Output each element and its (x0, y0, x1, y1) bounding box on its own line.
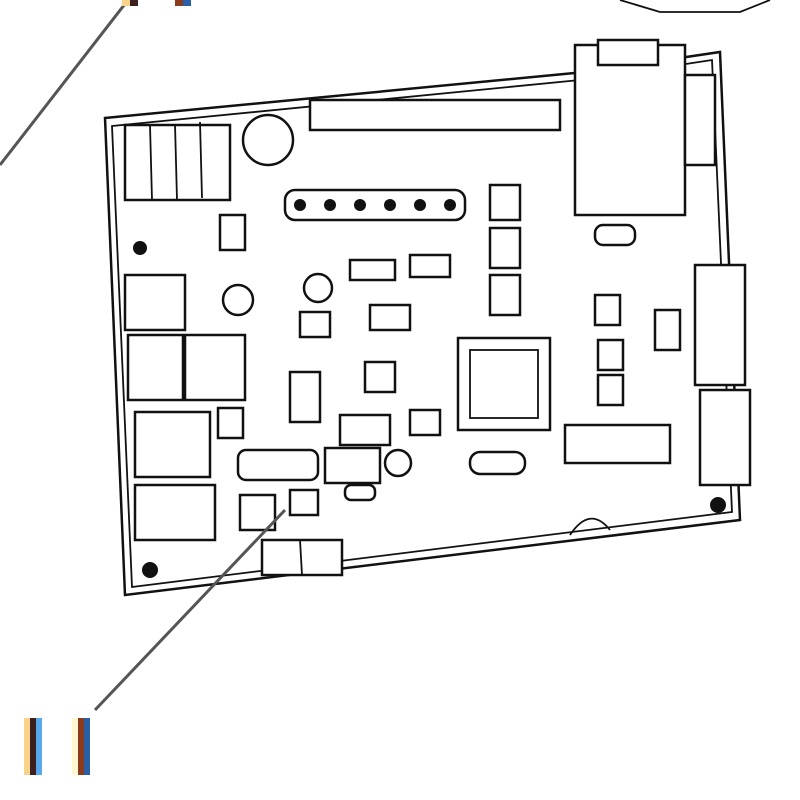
leader-line-top (0, 0, 130, 166)
connector-top-fragment (122, 0, 191, 6)
leader-line-bottom (93, 508, 287, 712)
part-top-right-fragment (619, 0, 771, 13)
connector-bottom-left (24, 718, 42, 775)
components (123, 38, 752, 578)
connector-bottom-right (72, 718, 90, 775)
